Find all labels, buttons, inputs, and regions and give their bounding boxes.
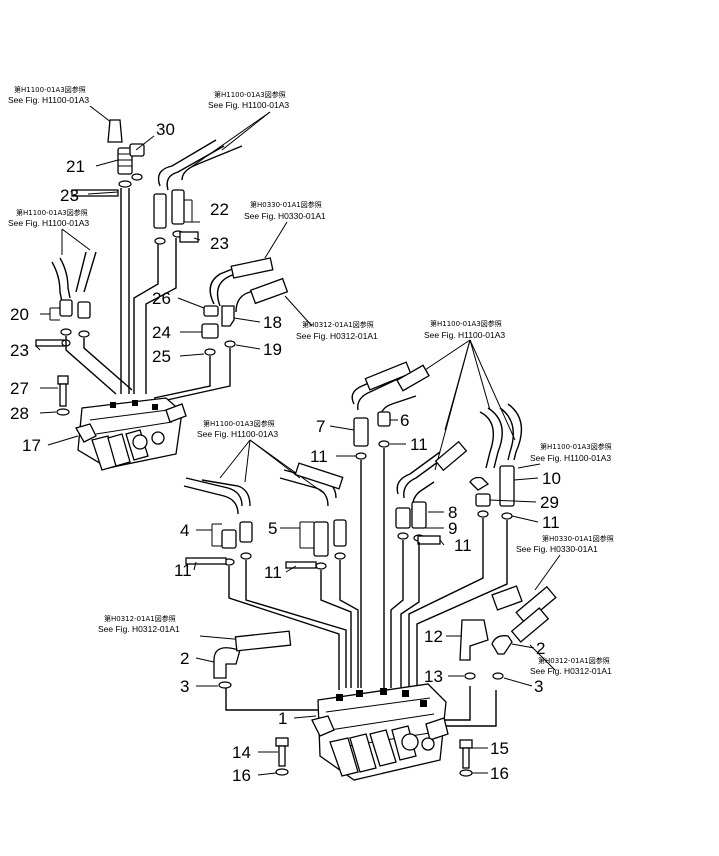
- reference-ref-g: 第H1100-01A3図参照 See Fig. H1100-01A3: [197, 419, 278, 439]
- part-label-11-c: 11: [454, 536, 472, 555]
- part-label-27: 27: [10, 379, 29, 398]
- hoses-upper-right: [351, 361, 523, 545]
- part-label-3-right: 3: [534, 677, 543, 696]
- ref-en-text: See Fig. H0312-01A1: [530, 666, 612, 676]
- ref-jp-text: 第H0312-01A1図参照: [538, 656, 610, 665]
- ref-en-text: See Fig. H1100-01A3: [530, 453, 611, 463]
- part-label-16-right: 16: [490, 764, 509, 783]
- part-label-28: 28: [10, 404, 29, 423]
- ref-en-text: See Fig. H1100-01A3: [424, 330, 505, 340]
- part-label-11-b: 11: [410, 435, 428, 454]
- control-valve-17: [75, 397, 187, 471]
- ref-jp-text: 第H0330-01A1図参照: [250, 200, 322, 209]
- part-label-23-upper: 23: [60, 186, 79, 205]
- ref-jp-text: 第H1100-01A3図参照: [540, 442, 612, 451]
- ref-en-text: See Fig. H1100-01A3: [8, 95, 89, 105]
- reference-ref-d: 第H0330-01A1図参照 See Fig. H0330-01A1: [244, 200, 326, 221]
- reference-ref-a: 第H1100-01A3図参照 See Fig. H1100-01A3: [8, 85, 89, 105]
- part-label-23-left: 23: [10, 341, 29, 360]
- part-label-13: 13: [424, 667, 443, 686]
- hoses-lower: [213, 585, 557, 689]
- part-label-11-e: 11: [174, 561, 192, 580]
- part-label-7: 7: [316, 417, 325, 436]
- ref-jp-text: 第H1100-01A3図参照: [203, 419, 275, 428]
- hose-connectors-upper-left: [71, 119, 243, 245]
- part-label-3-left: 3: [180, 677, 189, 696]
- part-label-17: 17: [22, 436, 41, 455]
- reference-leaders: [61, 105, 561, 671]
- ref-en-text: See Fig. H0330-01A1: [516, 544, 598, 554]
- control-valve-1: [311, 683, 449, 781]
- part-label-4: 4: [180, 521, 189, 540]
- part-label-25: 25: [152, 347, 171, 366]
- part-label-2-right: 2: [536, 639, 545, 658]
- reference-ref-k: 第H0312-01A1図参照 See Fig. H0312-01A1: [530, 656, 612, 676]
- part-label-5: 5: [268, 519, 277, 538]
- part-label-11-d: 11: [542, 513, 560, 532]
- part-label-11-a: 11: [310, 447, 328, 466]
- reference-ref-f: 第H1100-01A3図参照 See Fig. H1100-01A3: [424, 319, 505, 340]
- part-label-19: 19: [263, 340, 282, 359]
- part-label-11-f: 11: [264, 563, 282, 582]
- reference-ref-j: 第H0312-01A1図参照 See Fig. H0312-01A1: [98, 614, 180, 634]
- ref-en-text: See Fig. H1100-01A3: [197, 429, 278, 439]
- part-label-2-left: 2: [180, 649, 189, 668]
- ref-en-text: See Fig. H0312-01A1: [296, 331, 378, 341]
- ref-en-text: See Fig. H1100-01A3: [208, 100, 289, 110]
- tubes-main-valve: [225, 448, 508, 727]
- part-label-23-right: 23: [210, 234, 229, 253]
- ref-jp-text: 第H1100-01A3図参照: [430, 319, 502, 328]
- part-label-22: 22: [210, 200, 229, 219]
- part-label-8: 8: [448, 503, 457, 522]
- ref-en-text: See Fig. H1100-01A3: [8, 218, 89, 228]
- part-label-6: 6: [400, 411, 409, 430]
- tubes-left-valve: [65, 188, 231, 403]
- hoses-26-18: [201, 257, 289, 356]
- hose-connectors-left: [35, 251, 97, 416]
- hoses-middle-left: [183, 462, 347, 570]
- reference-ref-b: 第H1100-01A3図参照 See Fig. H1100-01A3: [208, 90, 289, 110]
- reference-ref-c: 第H1100-01A3図参照 See Fig. H1100-01A3: [8, 208, 89, 228]
- part-label-14: 14: [232, 743, 251, 762]
- part-label-1: 1: [278, 709, 287, 728]
- bolts-14-15-16: [275, 737, 473, 777]
- part-label-26: 26: [152, 289, 171, 308]
- ref-jp-text: 第H1100-01A3図参照: [214, 90, 286, 99]
- reference-ref-i: 第H0330-01A1図参照 See Fig. H0330-01A1: [516, 534, 614, 554]
- reference-ref-e: 第H0312-01A1図参照 See Fig. H0312-01A1: [296, 320, 378, 341]
- ref-jp-text: 第H0312-01A1図参照: [104, 614, 176, 623]
- ref-jp-text: 第H1100-01A3図参照: [16, 208, 88, 217]
- part-label-10: 10: [542, 469, 561, 488]
- ref-jp-text: 第H0312-01A1図参照: [302, 320, 374, 329]
- part-label-12: 12: [424, 627, 443, 646]
- ref-en-text: See Fig. H0312-01A1: [98, 624, 180, 634]
- ref-jp-text: 第H1100-01A3図参照: [14, 85, 86, 94]
- part-label-16-left: 16: [232, 766, 251, 785]
- part-label-18: 18: [263, 313, 282, 332]
- part-label-29: 29: [540, 493, 559, 512]
- ref-jp-text: 第H0330-01A1図参照: [542, 534, 614, 543]
- part-label-20: 20: [10, 305, 29, 324]
- part-label-30: 30: [156, 120, 175, 139]
- ref-en-text: See Fig. H0330-01A1: [244, 211, 326, 221]
- part-label-9: 9: [448, 519, 457, 538]
- part-label-21: 21: [66, 157, 85, 176]
- part-label-24: 24: [152, 323, 171, 342]
- part-label-15: 15: [490, 739, 509, 758]
- part-number-labels: 30 21 23 22 23 26 20 18 24 23 19 25 27 2…: [10, 120, 561, 785]
- label-leaders: [35, 135, 539, 776]
- reference-ref-h: 第H1100-01A3図参照 See Fig. H1100-01A3: [530, 442, 612, 463]
